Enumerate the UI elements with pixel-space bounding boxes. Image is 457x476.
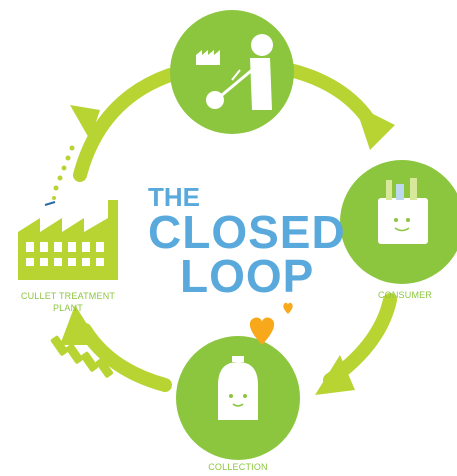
arrowhead-to-factory (70, 105, 100, 140)
title-closed: CLOSED (148, 206, 346, 258)
cullet-treatment-plant-label-line1: CULLET TREATMENT (21, 291, 116, 301)
arrow-collection-to-cullet (78, 323, 172, 392)
factory-building-icon (18, 200, 118, 280)
glass-factory-label: GLASS FACTORY (193, 140, 270, 150)
closed-loop-title: THE CLOSED LOOP (148, 182, 346, 302)
stage-consumer: CONSUMER (340, 160, 457, 300)
smoke-line (44, 201, 56, 206)
cullet-treatment-plant-label-line2: PLANT (53, 303, 83, 313)
collection-bin-icon (218, 356, 258, 420)
arrowhead-to-collection (315, 355, 355, 395)
glassblower-icon (206, 34, 273, 110)
title-loop: LOOP (180, 250, 314, 302)
shopping-bag-icon (378, 178, 428, 244)
factory-icon (196, 50, 220, 65)
heart-icon-small (283, 302, 293, 314)
arrowhead-to-consumer (355, 105, 395, 150)
collection-label: COLLECTION (208, 462, 268, 472)
broken-glass-bottles (50, 335, 114, 378)
title-the: THE (148, 182, 200, 212)
cullet-dots (52, 145, 75, 200)
stage-collection: COLLECTION (176, 336, 300, 472)
consumer-label: CONSUMER (378, 290, 432, 300)
stage-cullet-treatment-plant: CULLET TREATMENT PLANT (18, 200, 118, 313)
stage-glass-factory: GLASS FACTORY (170, 10, 294, 150)
arrow-cullet-to-factory (73, 68, 177, 182)
glass-factory-circle (170, 10, 294, 134)
factory-windows (26, 242, 104, 266)
heart-icons (249, 302, 293, 345)
arrowhead-to-cullet (60, 305, 100, 345)
arrow-heads (60, 105, 395, 395)
heart-icon (249, 317, 275, 345)
